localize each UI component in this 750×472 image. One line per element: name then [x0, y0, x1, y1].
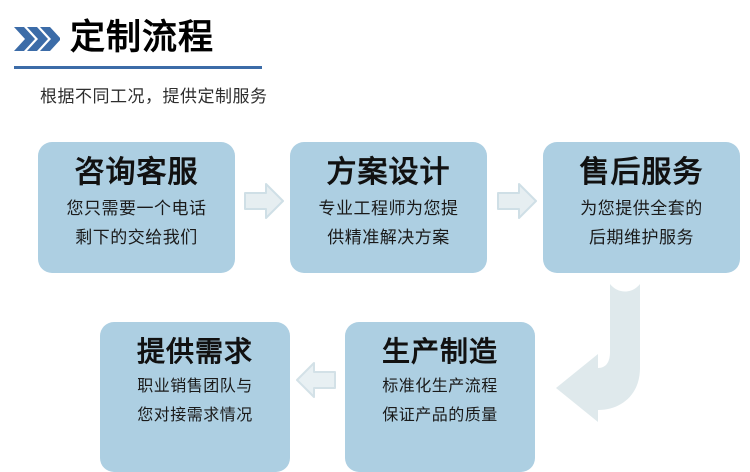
arrow-uturn-down-left-icon [556, 284, 640, 422]
arrow-right-icon [497, 183, 537, 219]
flow-card-desc-line: 标准化生产流程 [382, 378, 498, 395]
flow-card-design[interactable]: 方案设计 专业工程师为您提 供精准解决方案 [290, 142, 487, 273]
flow-card-title: 生产制造 [381, 336, 498, 367]
flow-card-description: 您只需要一个电话 剩下的交给我们 [38, 194, 235, 252]
page-header: 定制流程 [14, 16, 314, 72]
flow-card-desc-line: 保证产品的质量 [382, 407, 498, 424]
flow-card-description: 专业工程师为您提 供精准解决方案 [290, 194, 487, 252]
flow-card-after-sales[interactable]: 售后服务 为您提供全套的 后期维护服务 [543, 142, 740, 273]
flow-card-requirements[interactable]: 提供需求 职业销售团队与 您对接需求情况 [100, 322, 290, 472]
flow-card-desc-line: 剩下的交给我们 [75, 228, 198, 247]
flow-card-desc-line: 职业销售团队与 [137, 378, 253, 395]
flow-card-consult[interactable]: 咨询客服 您只需要一个电话 剩下的交给我们 [38, 142, 235, 273]
page-title: 定制流程 [70, 18, 215, 57]
flow-card-desc-line: 专业工程师为您提 [318, 199, 459, 218]
flow-card-desc-line: 您对接需求情况 [137, 407, 253, 424]
flow-card-description: 职业销售团队与 您对接需求情况 [100, 372, 290, 430]
flow-card-desc-line: 为您提供全套的 [580, 199, 703, 218]
flow-card-description: 标准化生产流程 保证产品的质量 [345, 372, 535, 430]
page-subtitle: 根据不同工况，提供定制服务 [40, 87, 268, 106]
flow-card-title: 提供需求 [136, 336, 253, 367]
flow-card-desc-line: 供精准解决方案 [327, 228, 450, 247]
flow-card-desc-line: 您只需要一个电话 [66, 199, 207, 218]
flow-card-manufacturing[interactable]: 生产制造 标准化生产流程 保证产品的质量 [345, 322, 535, 472]
arrow-right-icon [244, 183, 284, 219]
flow-card-desc-line: 后期维护服务 [589, 228, 694, 247]
triple-chevron-right-icon [14, 27, 60, 51]
flow-card-title: 咨询客服 [74, 156, 199, 189]
flow-card-description: 为您提供全套的 后期维护服务 [543, 194, 740, 252]
flow-card-title: 方案设计 [326, 156, 451, 189]
arrow-left-icon [296, 362, 336, 398]
title-underline [14, 66, 262, 69]
flow-card-title: 售后服务 [579, 156, 704, 189]
